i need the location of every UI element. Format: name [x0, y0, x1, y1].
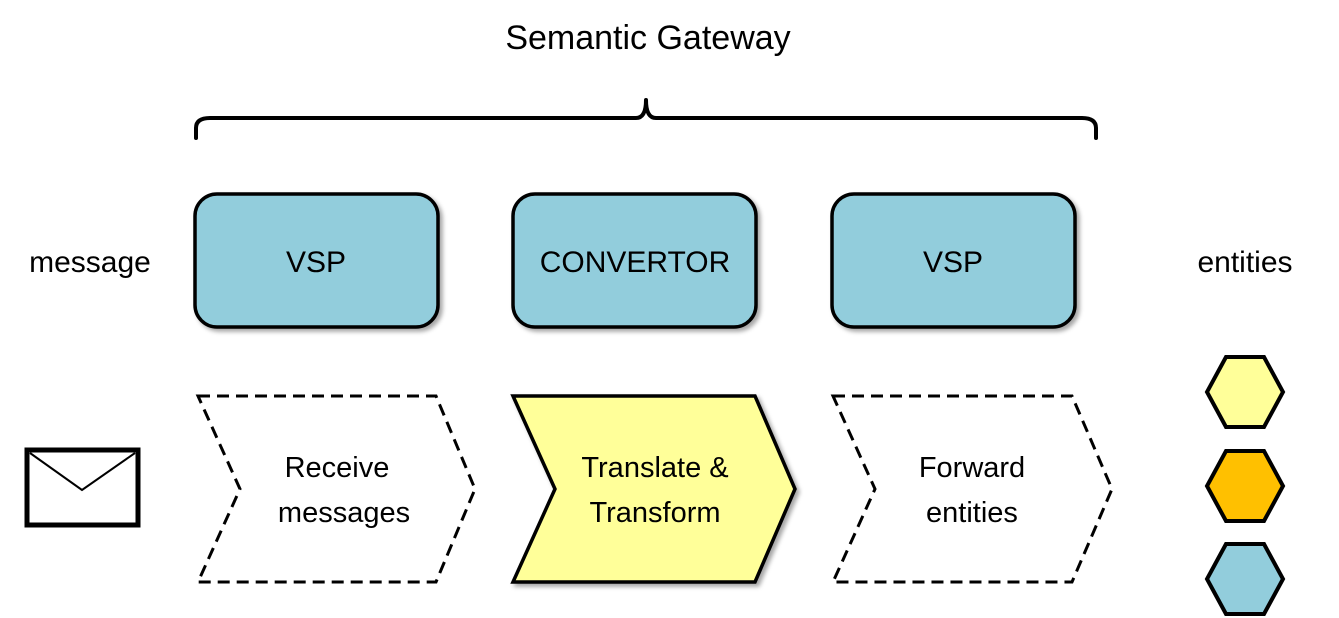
- component-label: VSP: [286, 246, 346, 279]
- step-chevron: [510, 394, 797, 584]
- hexagon-icon: [1204, 542, 1286, 616]
- component-vsp-forward: VSP: [830, 192, 1077, 329]
- entity-hexagons: [1204, 355, 1286, 616]
- step-forward-entities: Forward entities: [830, 394, 1114, 584]
- step-label-line1: Forward: [919, 452, 1025, 484]
- step-receive-messages: Receive messages: [195, 394, 477, 584]
- component-vsp-receive: VSP: [193, 192, 440, 329]
- step-chevron: [830, 394, 1114, 584]
- hexagon-icon: [1204, 355, 1286, 429]
- component-convertor: CONVERTOR: [511, 192, 758, 329]
- step-translate-transform: Translate & Transform: [510, 394, 797, 584]
- envelope-icon: [24, 447, 141, 528]
- component-label: CONVERTOR: [540, 246, 731, 279]
- step-label-line2: messages: [278, 497, 410, 529]
- step-label-line2: Transform: [589, 497, 720, 529]
- message-label: message: [29, 246, 151, 279]
- hexagon-icon: [1204, 449, 1286, 523]
- gateway-brace: [194, 98, 1098, 140]
- step-label-line1: Translate &: [581, 452, 728, 484]
- component-label: VSP: [923, 246, 983, 279]
- component-box: [830, 192, 1077, 329]
- step-label-line2: entities: [926, 497, 1018, 529]
- component-box: [193, 192, 440, 329]
- entities-label: entities: [1197, 246, 1292, 279]
- diagram-title: Semantic Gateway: [505, 19, 790, 57]
- step-label-line1: Receive: [285, 452, 390, 484]
- component-box: [511, 192, 758, 329]
- step-chevron: [195, 394, 477, 584]
